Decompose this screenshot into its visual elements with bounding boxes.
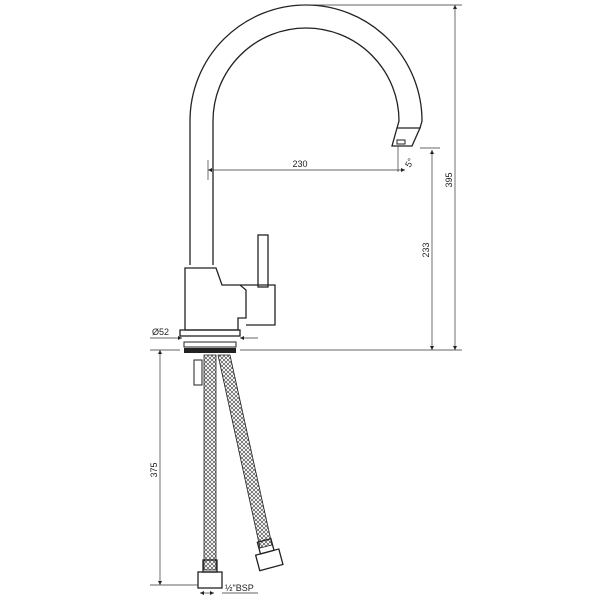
dimension-lines — [150, 4, 462, 596]
total-height-label: 395 — [444, 172, 454, 187]
spout-reach-label: 230 — [292, 159, 307, 169]
hose-length-label: 375 — [149, 462, 159, 477]
spout — [189, 4, 423, 265]
supply-hoses — [193, 354, 284, 589]
connection-label: ½"BSP — [225, 583, 254, 593]
spout-height-label: 233 — [421, 242, 431, 257]
faucet-body — [179, 234, 276, 353]
base-diameter-label: Ø52 — [152, 327, 169, 337]
spout-angle-label: 5° — [403, 156, 416, 169]
